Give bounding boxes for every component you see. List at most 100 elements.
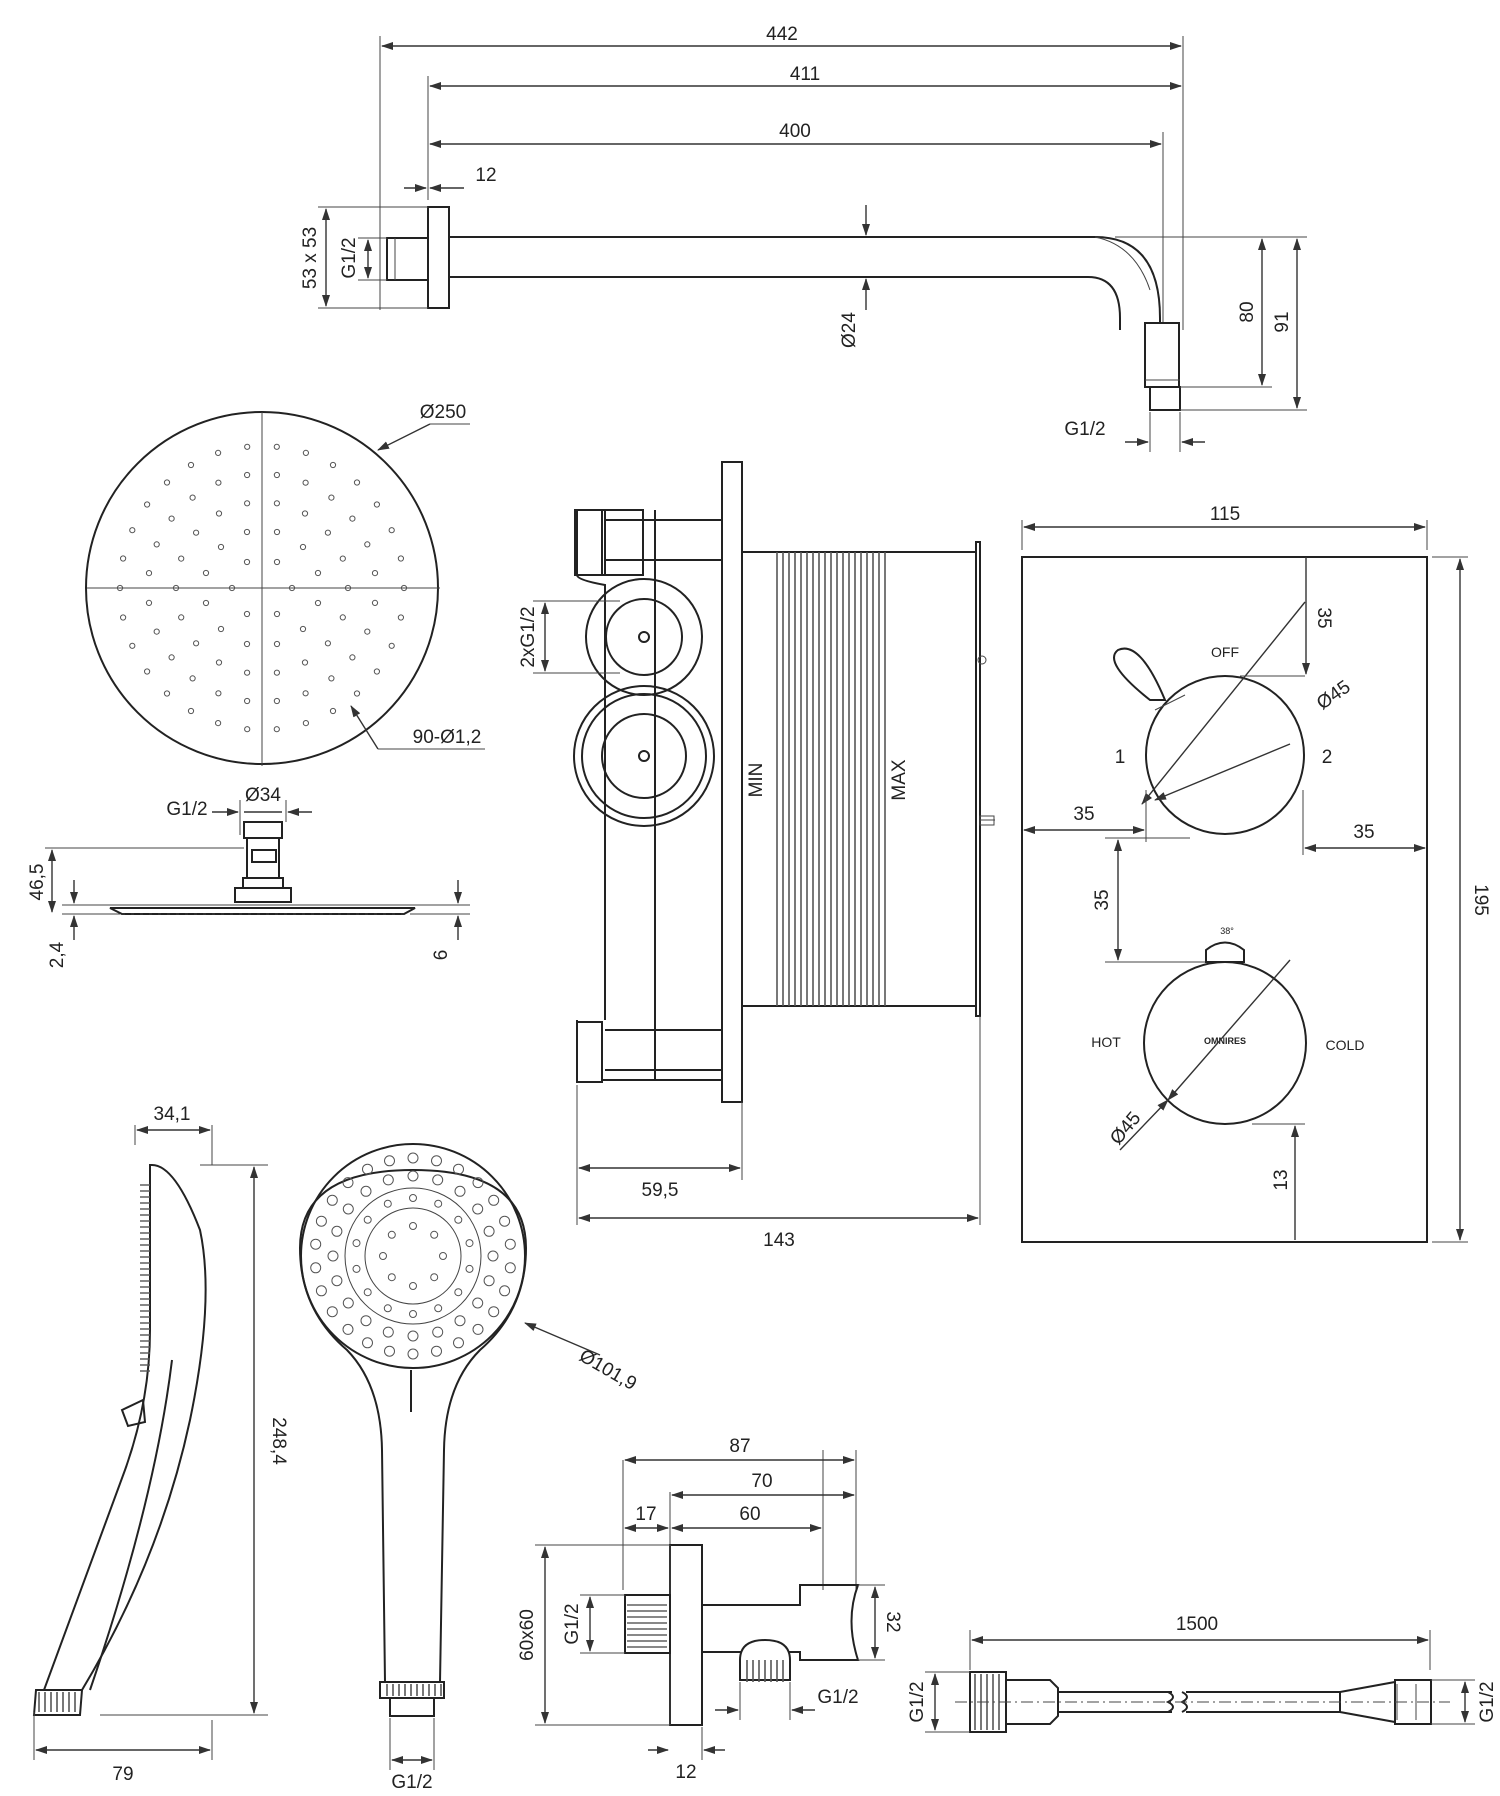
hand-shower-nozzle	[362, 1163, 373, 1175]
hand-shower-nozzle	[488, 1194, 500, 1206]
arm-tube-diameter: Ø24	[839, 312, 860, 348]
nozzle-hole	[187, 461, 195, 469]
nozzle-hole	[153, 628, 160, 635]
rain-head-total-height: 46,5	[27, 864, 48, 901]
nozzle-hole	[373, 501, 380, 508]
wall-outlet-plate-size: 60x60	[517, 1609, 538, 1661]
nozzle-hole	[324, 640, 331, 647]
nozzle-hole	[328, 675, 335, 682]
nozzle-hole	[273, 558, 281, 566]
hand-shower-nozzle	[383, 1304, 392, 1313]
nozzle-hole	[244, 697, 251, 705]
arm-inlet-thread: G1/2	[339, 237, 360, 278]
hand-shower-nozzle	[409, 1282, 417, 1290]
nozzle-hole	[163, 690, 171, 697]
nozzle-hole	[302, 479, 309, 486]
hand-shower-nozzle	[431, 1155, 442, 1167]
nozzle-hole	[324, 529, 331, 536]
hand-shower-nozzles	[310, 1152, 516, 1360]
arm-drop-height: 80	[1237, 301, 1258, 322]
hand-shower-nozzle	[454, 1215, 463, 1224]
wall-outlet-plate-thickness: 12	[675, 1762, 696, 1783]
faceplate-top-offset: 35	[1313, 607, 1334, 628]
hand-shower-nozzle	[409, 1310, 417, 1318]
hand-shower-nozzle	[483, 1275, 495, 1287]
hand-shower-nozzle	[407, 1152, 419, 1164]
hand-shower-nozzle	[363, 1215, 372, 1224]
hand-shower-nozzle	[439, 1252, 447, 1260]
nozzle-hole	[178, 555, 185, 562]
hand-shower-nozzle	[383, 1199, 392, 1208]
hand-shower-nozzle	[384, 1345, 395, 1357]
hand-shower-nozzle	[387, 1273, 396, 1282]
body-min-label: MIN	[746, 763, 767, 798]
faceplate-drawing: 115 195 35 Ø45 OFF 1 2 35 35 35 38° HOT …	[1021, 504, 1491, 1243]
faceplate-height: 195	[1470, 884, 1491, 916]
hand-shower-nozzle	[379, 1252, 387, 1260]
nozzle-hole	[299, 625, 307, 633]
hand-shower-nozzle	[360, 1185, 372, 1197]
nozzle-hole	[168, 654, 175, 661]
faceplate-spacing: 35	[1092, 889, 1113, 910]
nozzle-hole	[215, 510, 223, 517]
hand-shower-nozzle	[430, 1273, 439, 1282]
faceplate-width: 115	[1210, 504, 1240, 525]
hand-shower-nozzle	[465, 1239, 474, 1248]
hand-shower-nozzle	[342, 1203, 354, 1215]
faceplate-knob-diameter-top: Ø45	[1313, 677, 1354, 715]
hand-shower-nozzle	[432, 1174, 444, 1186]
arm-reach: 400	[779, 121, 811, 142]
nozzle-hole	[193, 529, 200, 536]
hand-shower-nozzle	[487, 1250, 499, 1262]
nozzle-hole	[364, 541, 371, 548]
arm-plate-size: 53 x 53	[300, 227, 321, 289]
faceplate-left-offset: 35	[1073, 804, 1094, 825]
hand-shower-nozzle	[454, 1288, 463, 1297]
nozzle-hole	[397, 614, 404, 621]
hand-shower-nozzle	[310, 1238, 322, 1250]
nozzle-hole	[168, 515, 175, 522]
nozzle-hole	[349, 515, 356, 522]
rain-head-nozzles: 90-Ø1,2	[413, 727, 482, 748]
nozzle-hole	[244, 726, 251, 733]
rain-head-diameter: Ø250	[420, 402, 466, 423]
nozzle-hole	[163, 479, 171, 486]
nozzle-hole	[273, 726, 280, 733]
hand-shower-nozzle	[360, 1315, 372, 1327]
hand-shower-thread: G1/2	[391, 1772, 432, 1793]
nozzle-hole	[243, 610, 251, 618]
hand-shower-nozzle	[331, 1275, 343, 1287]
nozzle-hole	[228, 584, 236, 592]
hand-shower-nozzle	[472, 1177, 484, 1189]
nozzle-hole	[153, 541, 160, 548]
hand-shower-nozzle	[430, 1230, 439, 1239]
hand-shower-nozzle	[454, 1185, 466, 1197]
hand-shower-nozzle	[352, 1264, 361, 1273]
nozzle-hole	[244, 500, 251, 507]
faceplate-hot-label: HOT	[1091, 1034, 1121, 1050]
nozzle-hole	[388, 527, 395, 534]
nozzle-hole	[273, 500, 280, 507]
hand-shower-nozzle	[472, 1323, 484, 1335]
nozzle-hole	[178, 614, 185, 621]
nozzle-hole	[329, 707, 337, 715]
nozzle-hole	[144, 501, 151, 508]
hand-shower-side-view: 34,1 248,4 79	[32, 1104, 289, 1785]
nozzle-hole	[273, 471, 280, 479]
nozzle-hole	[302, 449, 309, 456]
nozzle-hole	[129, 527, 136, 534]
hand-shower-nozzle	[472, 1297, 484, 1309]
nozzle-hole	[189, 494, 196, 501]
nozzle-hole	[273, 640, 281, 648]
nozzle-hole	[215, 690, 222, 697]
faceplate-off-label: OFF	[1211, 644, 1239, 660]
wall-outlet-drawing: 87 70 60 17 60x60 G1/2 32 G1/2	[517, 1436, 903, 1783]
nozzle-hole	[243, 640, 251, 648]
nozzle-hole	[193, 640, 200, 647]
faceplate-right-offset: 35	[1353, 822, 1374, 843]
hand-shower-nozzle	[331, 1225, 343, 1237]
hand-shower-nozzle	[326, 1306, 338, 1318]
hand-shower-nozzle	[434, 1199, 443, 1208]
wall-outlet-offset-17: 17	[635, 1504, 656, 1525]
nozzle-hole	[120, 614, 127, 621]
